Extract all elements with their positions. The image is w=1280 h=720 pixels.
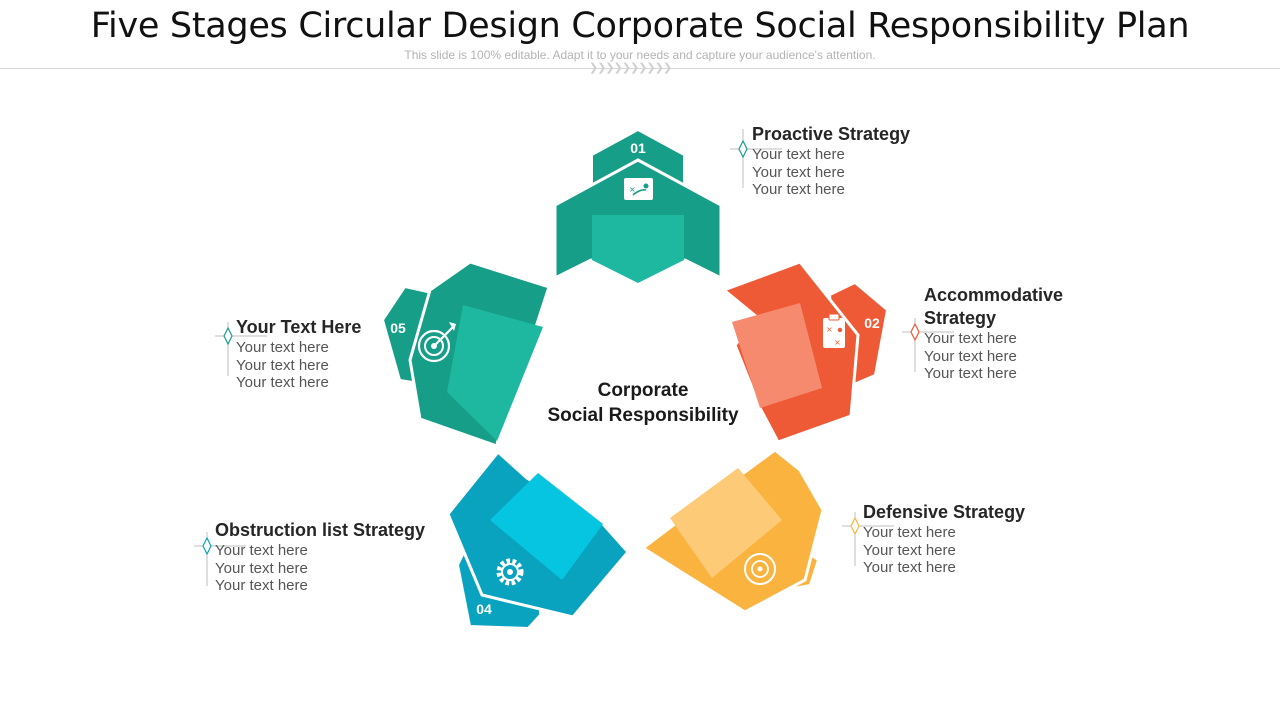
stage-01-text-1: Your text here [752,146,845,163]
connector-01 [730,129,782,188]
stage-04-number: 04 [476,601,492,617]
stage-01-heading: Proactive Strategy [752,124,911,144]
stage-04-text-3: Your text here [215,577,308,594]
stage-04-shape: 04 [446,449,630,630]
stage-01-shape: 01 × [553,128,723,285]
center-label: Corporate Social Responsibility [520,378,766,428]
stage-05-label: Your Text Here Your text here Your text … [236,316,396,392]
center-line-2: Social Responsibility [547,405,739,426]
stage-04-text-2: Your text here [215,559,308,577]
stage-05-text-3: Your text here [236,374,329,391]
stage-04-text-1: Your text here [215,542,308,559]
stage-02-label: Accommodative Strategy Your text here Yo… [924,284,1089,383]
stage-02-number: 02 [864,315,880,331]
stage-03-heading: Defensive Strategy [863,502,1026,522]
stage-05-shape: 05 [381,260,551,449]
stage-02-text-2: Your text here [924,347,1017,365]
svg-text:×: × [826,325,833,334]
stage-05-heading: Your Text Here [236,317,362,337]
stage-02-text-3: Your text here [924,365,1017,382]
page-subtitle: This slide is 100% editable. Adapt it to… [404,48,876,62]
bullseye-arrow-icon [417,322,456,363]
stage-01-text-2: Your text here [752,163,845,181]
stage-04-heading: Obstruction list Strategy [215,520,426,540]
center-line-1: Corporate [597,380,689,401]
connector-03 [842,512,894,566]
stage-03-text-2: Your text here [863,541,956,559]
stage-02-heading: Accommodative Strategy [924,285,1064,328]
stage-03-text-3: Your text here [863,559,956,576]
svg-text:×: × [629,185,636,194]
stage-05-text-1: Your text here [236,339,329,356]
connector-05 [215,322,267,376]
stage-05-text-2: Your text here [236,356,329,374]
page-title: Five Stages Circular Design Corporate So… [90,6,1190,46]
connector-04 [194,532,246,586]
stage-01-text-3: Your text here [752,181,845,198]
stage-03-shape: 03 [640,448,825,614]
target-icon [744,553,776,585]
clipboard-plan-icon: × × [823,313,845,348]
strategy-board-icon: × [624,178,653,200]
stage-05-number: 05 [390,320,406,336]
stage-02-shape: 02 × × [721,260,889,444]
stage-01-label: Proactive Strategy Your text here Your t… [752,123,972,199]
stage-03-number: 03 [780,596,796,612]
stage-03-text-1: Your text here [863,524,956,541]
stage-03-label: Defensive Strategy Your text here Your t… [863,501,1083,577]
stage-01-number: 01 [630,140,646,156]
stage-02-text-1: Your text here [924,330,1017,347]
connector-02 [902,318,954,372]
header-divider [0,68,1280,69]
svg-text:×: × [834,338,841,347]
stage-04-label: Obstruction list Strategy Your text here… [215,519,450,595]
gear-icon [496,558,524,586]
decorative-chevrons-icon: ❯❯❯❯❯❯❯❯❯❯ [589,62,672,74]
